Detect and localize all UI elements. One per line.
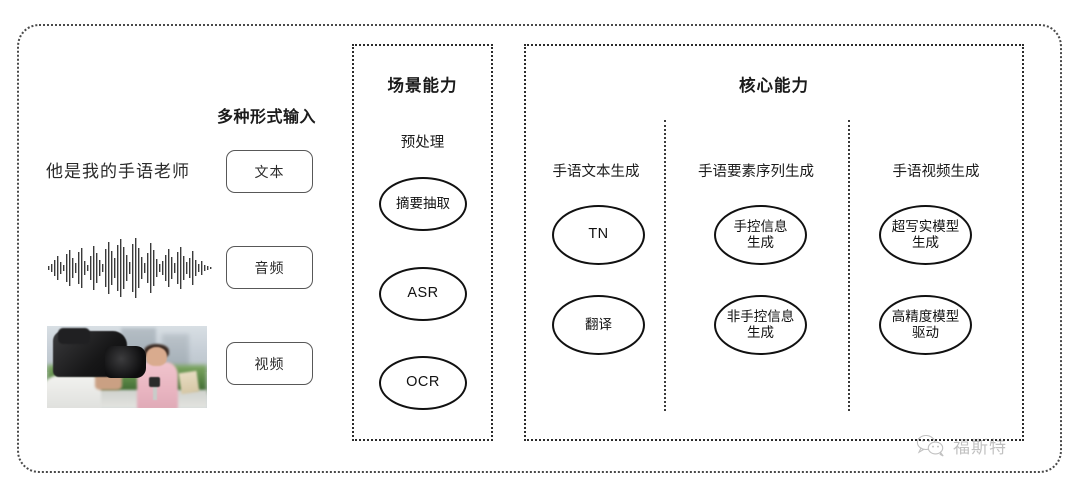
audio-waveform-icon <box>48 238 212 298</box>
core-column-header-sign-element-sequence-generation: 手语要素序列生成 <box>698 164 814 180</box>
core-column-divider-1 <box>664 120 666 411</box>
input-column-caption: 多种形式输入 <box>217 109 317 126</box>
watermark-text: 福斯特 <box>953 438 1007 457</box>
core-node-high-precision-model-driving-label-line2: 驱动 <box>912 325 939 340</box>
core-node-manual-info-generation-label-line1: 手控信息 <box>733 219 788 235</box>
core-node-high-precision-model-driving[interactable]: 高精度模型 驱动 <box>879 295 972 355</box>
watermark: 福斯特 <box>916 433 1007 458</box>
scene-node-summary-extraction[interactable]: 摘要抽取 <box>379 177 467 231</box>
core-node-translation-label-line1: 翻译 <box>585 317 612 333</box>
wechat-icon <box>916 434 944 456</box>
scene-capability-section: 场景能力 <box>352 44 493 441</box>
core-capability-title: 核心能力 <box>739 77 809 95</box>
core-column-divider-2 <box>848 120 850 411</box>
video-thumbnail-image <box>47 326 207 408</box>
core-node-translation[interactable]: 翻译 <box>552 295 645 355</box>
modality-pill-video[interactable]: 视频 <box>226 342 313 385</box>
scene-node-asr-label: ASR <box>407 285 439 302</box>
core-node-hyperrealistic-model-generation-label-line1: 超写实模型 <box>891 219 960 235</box>
core-node-high-precision-model-driving-label-line1: 高精度模型 <box>891 309 960 325</box>
core-node-non-manual-info-generation[interactable]: 非手控信息 生成 <box>714 295 807 355</box>
scene-capability-title: 场景能力 <box>387 77 458 95</box>
scene-subsection-header-preprocess: 预处理 <box>400 135 445 151</box>
scene-node-summary-extraction-label: 摘要抽取 <box>396 196 450 212</box>
modality-pill-text[interactable]: 文本 <box>226 150 313 193</box>
scene-node-ocr-label: OCR <box>406 374 440 391</box>
core-column-header-sign-text-generation: 手语文本生成 <box>552 164 640 180</box>
core-node-hyperrealistic-model-generation[interactable]: 超写实模型 生成 <box>879 205 972 265</box>
core-column-header-sign-video-generation: 手语视频生成 <box>892 164 980 180</box>
modality-pill-audio[interactable]: 音频 <box>226 246 313 289</box>
modality-pill-video-label: 视频 <box>254 355 285 372</box>
core-node-tn-label-line1: TN <box>588 226 609 243</box>
core-node-non-manual-info-generation-label-line1: 非手控信息 <box>726 309 795 325</box>
core-capability-section: 核心能力 <box>524 44 1024 441</box>
core-node-manual-info-generation-label-line2: 生成 <box>747 235 774 250</box>
scene-node-ocr[interactable]: OCR <box>379 356 467 410</box>
sample-sentence-text: 他是我的手语老师 <box>46 162 190 181</box>
core-node-manual-info-generation[interactable]: 手控信息 生成 <box>714 205 807 265</box>
outer-frame <box>17 24 1062 473</box>
core-node-tn[interactable]: TN <box>552 205 645 265</box>
scene-node-asr[interactable]: ASR <box>379 267 467 321</box>
core-node-non-manual-info-generation-label-line2: 生成 <box>747 325 774 340</box>
modality-pill-audio-label: 音频 <box>254 259 285 276</box>
core-node-hyperrealistic-model-generation-label-line2: 生成 <box>912 235 939 250</box>
modality-pill-text-label: 文本 <box>254 163 285 180</box>
